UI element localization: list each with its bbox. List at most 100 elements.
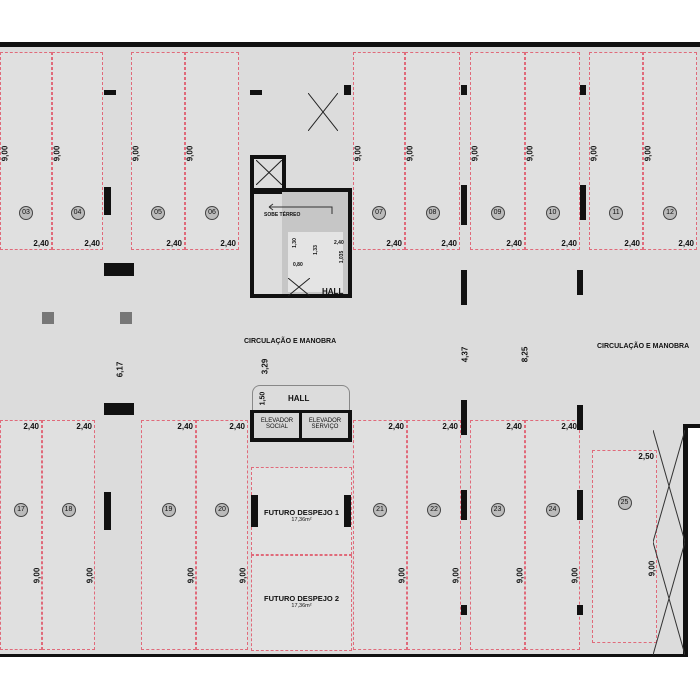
space-number: 09 xyxy=(490,206,505,220)
ramp-x-mark xyxy=(653,430,685,655)
space-number: 03 xyxy=(19,206,33,220)
outer-wall-corner xyxy=(683,424,700,428)
space-number: 17 xyxy=(14,503,28,517)
room-futuro-despejo-2: FUTURO DESPEJO 2 17,36m² xyxy=(251,555,352,651)
column xyxy=(104,403,134,415)
space-length: 9,00 xyxy=(185,145,195,162)
space-number: 21 xyxy=(373,503,387,517)
dimension-8-25: 8,25 xyxy=(520,346,530,363)
column xyxy=(104,263,134,276)
circulation-label: CIRCULAÇÃO E MANOBRA xyxy=(244,338,337,345)
stair-landing xyxy=(288,232,343,292)
column xyxy=(251,495,258,527)
stair-dim: 0,80 xyxy=(293,262,303,268)
space-length: 9,00 xyxy=(525,145,535,162)
space-width: 2,40 xyxy=(177,422,193,431)
wall-segment xyxy=(254,188,282,194)
elevator-service-label: ELEVADOR SERVIÇO xyxy=(308,418,342,430)
space-width: 2,40 xyxy=(166,239,182,248)
dimension-1-50: 1,50 xyxy=(259,391,267,406)
room-area: 17,36m² xyxy=(291,603,312,609)
room-area: 17,36m² xyxy=(291,517,312,523)
stair-dim: 2,40 xyxy=(334,240,344,246)
space-number: 18 xyxy=(61,503,76,517)
space-length: 9,00 xyxy=(397,567,407,584)
space-length: 9,00 xyxy=(186,567,196,584)
stair-arrow-icon xyxy=(268,203,333,214)
space-width: 2,40 xyxy=(506,422,522,431)
space-length: 9,00 xyxy=(85,567,95,584)
space-number: 11 xyxy=(609,206,623,220)
space-length: 9,00 xyxy=(451,567,461,584)
space-length: 9,00 xyxy=(470,145,480,162)
column xyxy=(461,270,467,305)
space-number: 22 xyxy=(427,503,441,517)
space-length: 9,00 xyxy=(589,145,599,162)
column xyxy=(580,185,586,220)
space-number: 10 xyxy=(545,206,560,220)
elevator-hall-label: HALL xyxy=(288,394,310,403)
stair-label: SOBE TÉRREO xyxy=(264,212,301,218)
column xyxy=(461,400,467,435)
space-length: 9,00 xyxy=(515,567,525,584)
space-width: 2,40 xyxy=(678,239,694,248)
parking-space-21: 21 2,40 9,00 xyxy=(353,420,407,650)
space-width: 2,40 xyxy=(388,422,404,431)
column xyxy=(344,495,351,527)
space-number: 06 xyxy=(205,206,219,220)
space-width: 2,40 xyxy=(624,239,640,248)
dimension-3-29: 3,29 xyxy=(260,358,270,375)
room-name: FUTURO DESPEJO 1 xyxy=(263,508,339,517)
stair-dim: 1,035 xyxy=(339,250,345,264)
space-length: 9,00 xyxy=(570,567,580,584)
column xyxy=(250,90,262,95)
column xyxy=(461,490,467,520)
space-number: 23 xyxy=(490,503,505,517)
room-futuro-despejo-1: FUTURO DESPEJO 1 17,36m² xyxy=(251,467,352,555)
space-length: 9,00 xyxy=(238,567,248,584)
space-length: 9,00 xyxy=(353,145,363,162)
elevator-divider xyxy=(299,410,302,442)
column xyxy=(461,605,467,615)
column-gray xyxy=(120,312,132,324)
space-width: 2,40 xyxy=(76,422,92,431)
space-length: 9,00 xyxy=(32,567,42,584)
stair-dim: 1,33 xyxy=(313,245,319,255)
space-length: 9,00 xyxy=(405,145,415,162)
column xyxy=(104,492,111,530)
parking-space-11: 11 2,40 9,00 xyxy=(589,52,643,250)
outer-wall-top xyxy=(0,42,700,47)
shaft-x-mark xyxy=(288,278,310,296)
space-width: 2,50 xyxy=(638,452,654,461)
stair-hall-label: HALL xyxy=(322,287,344,296)
shaft-x-mark xyxy=(256,160,282,185)
parking-space-10: 10 2,40 9,00 xyxy=(525,52,580,250)
space-number: 07 xyxy=(372,206,386,220)
space-width: 2,40 xyxy=(84,239,100,248)
column xyxy=(461,85,467,95)
space-width: 2,40 xyxy=(561,422,577,431)
elevator-social-label: ELEVADOR SOCIAL xyxy=(260,418,294,430)
circulation-label-right: CIRCULAÇÃO E MANOBRA xyxy=(597,343,690,350)
space-width: 2,40 xyxy=(561,239,577,248)
space-length: 9,00 xyxy=(643,145,653,162)
space-number: 05 xyxy=(151,206,165,220)
column xyxy=(344,85,351,95)
space-number: 12 xyxy=(663,206,677,220)
space-number: 04 xyxy=(70,206,85,220)
stair-dim: 1,30 xyxy=(292,238,298,248)
outer-wall-right xyxy=(683,424,688,657)
column xyxy=(577,405,583,430)
column xyxy=(580,85,586,95)
parking-space-23: 23 2,40 9,00 xyxy=(470,420,525,650)
